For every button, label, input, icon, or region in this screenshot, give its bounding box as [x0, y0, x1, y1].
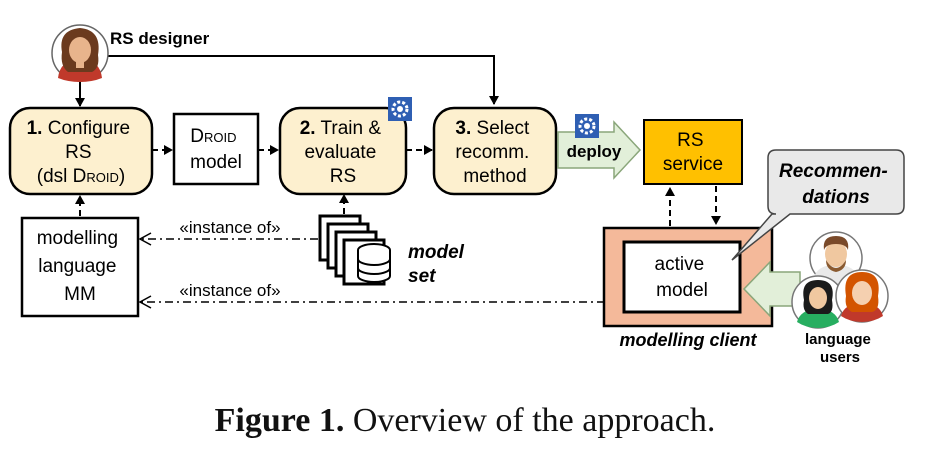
step3-number: 3.	[455, 118, 471, 139]
svg-text:RS service: RS service	[663, 130, 723, 175]
step2-line2: evaluate	[304, 142, 376, 163]
deploy-label: deploy	[567, 142, 622, 161]
rs-service-line2: service	[663, 154, 723, 175]
svg-text:active model: active model	[655, 254, 710, 301]
step1-line3-dsl: Droid	[73, 166, 119, 187]
recommendations-callout: Recommen- dations	[731, 149, 905, 261]
caption-text: Overview of the approach.	[344, 402, 716, 439]
overview-diagram: RS designer 1. Configure RS (dsl Droid) …	[8, 24, 905, 366]
rs-service-box[interactable]: RS service	[643, 119, 743, 185]
model-set-line1: model	[408, 242, 465, 263]
rs-service-line1: RS	[677, 130, 703, 151]
step1-line3-prefix: (dsl	[37, 166, 73, 187]
designer-avatar-icon	[51, 24, 109, 82]
step2-line3: RS	[330, 166, 356, 187]
step3-line1: Select	[477, 118, 531, 139]
model-set-icon	[318, 214, 391, 286]
language-users-icon	[791, 231, 889, 329]
language-users-line1: language	[805, 331, 871, 348]
step3-line2: recomm.	[455, 142, 529, 163]
mm-line2: language	[38, 256, 116, 277]
svg-text:Droid model: Droid model	[190, 126, 242, 173]
recommendations-line1: Recommen-	[779, 161, 888, 182]
modelling-client-box[interactable]: active model	[602, 226, 774, 328]
step1-line3-suffix: )	[119, 166, 125, 187]
step2-gear-icon	[388, 97, 412, 121]
svg-text:3. Select recomm.: 3. Select recomm. method	[455, 118, 534, 187]
step1-configure-box[interactable]: 1. Configure RS (dsl Droid)	[8, 106, 154, 196]
active-model-line2: model	[656, 280, 708, 301]
step1-line2: RS	[65, 142, 91, 163]
active-model-line1: active	[655, 254, 705, 275]
mm-line1: modelling	[37, 228, 118, 249]
svg-text:modelling language: modelling language MM	[37, 228, 124, 305]
designer-to-step3-arrow	[108, 55, 499, 105]
caption-label: Figure 1.	[214, 402, 345, 439]
droid-model-line1: Droid	[190, 126, 236, 147]
droid-model-line2: model	[190, 152, 242, 173]
svg-text:Recommen- dations: Recommen- dations	[779, 161, 893, 208]
figure-caption: Figure 1. Overview of the approach.	[0, 402, 930, 440]
designer-label: RS designer	[110, 29, 210, 48]
instance-of-top-label: «instance of»	[179, 218, 280, 237]
step3-select-box[interactable]: 3. Select recomm. method	[432, 106, 558, 196]
svg-text:language users: language users	[805, 331, 875, 366]
mm-line3: MM	[64, 284, 96, 305]
step2-train-box[interactable]: 2. Train & evaluate RS	[278, 106, 408, 196]
droid-model-box[interactable]: Droid model	[172, 112, 260, 186]
modelling-client-label: modelling client	[619, 330, 757, 350]
svg-text:model set: model set	[408, 242, 469, 287]
instance-of-bottom-label: «instance of»	[179, 281, 280, 300]
step2-number: 2.	[300, 118, 316, 139]
step2-line1: Train &	[320, 118, 381, 139]
deploy-gear-icon	[575, 114, 599, 138]
svg-text:1. Configure RS (d: 1. Configure RS (dsl Droid)	[27, 118, 136, 187]
step1-number: 1.	[27, 118, 43, 139]
step1-line1: Configure	[48, 118, 130, 139]
model-set-line2: set	[408, 266, 436, 287]
step3-line3: method	[463, 166, 526, 187]
svg-text:2. Train & evaluate: 2. Train & evaluate RS	[300, 118, 387, 187]
recommendations-line2: dations	[802, 187, 870, 208]
language-users-line2: users	[820, 349, 860, 366]
modelling-language-mm-box[interactable]: modelling language MM	[20, 216, 140, 318]
